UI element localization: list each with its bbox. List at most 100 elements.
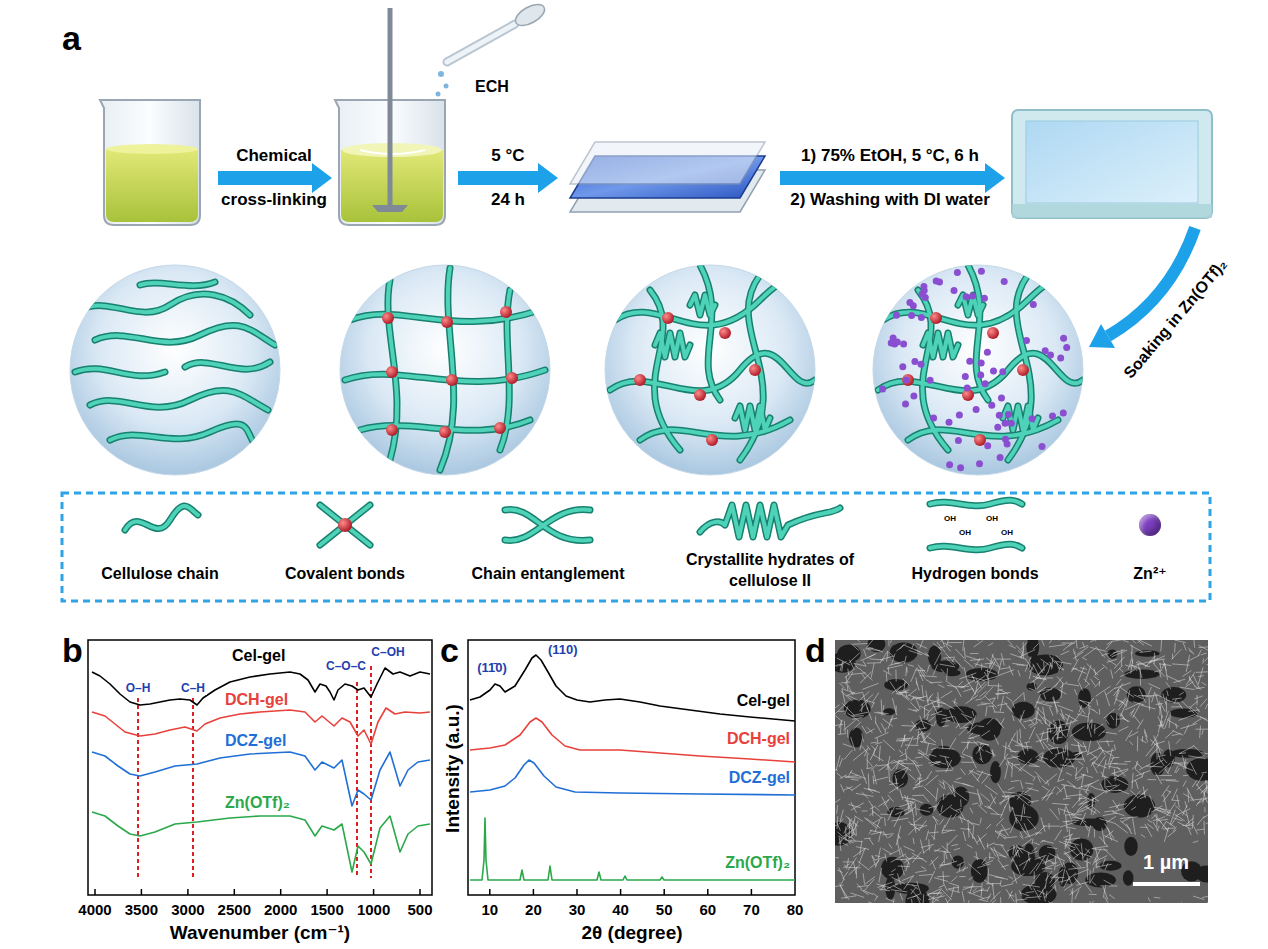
fiber [986,824,991,829]
fiber [944,883,948,891]
fiber [1034,843,1040,845]
fiber [1027,819,1036,829]
fiber [943,642,952,646]
fiber [1104,709,1115,719]
fiber [961,714,973,718]
fiber [1072,668,1086,674]
fiber [1081,843,1083,860]
fiber [1094,848,1101,862]
peak-label: C–O–C [324,659,368,673]
fiber [1175,806,1188,817]
fiber [1072,711,1083,724]
fiber [988,643,993,646]
fiber [1113,640,1129,641]
fiber [1061,683,1063,699]
fiber [997,855,1006,858]
legend-text: Hydrogen bonds [911,564,1038,583]
fiber [837,870,843,873]
fiber [1106,642,1112,650]
fiber [1037,687,1046,692]
fiber [1182,701,1195,713]
fiber [1076,767,1077,779]
fiber [936,770,953,772]
fiber [1179,714,1196,720]
fiber [896,740,909,741]
group-label: OH [986,514,998,524]
fiber [987,843,995,847]
fiber [915,871,926,873]
fiber [1107,740,1109,746]
fiber [951,876,957,882]
fiber [1074,811,1083,815]
fiber [891,899,894,903]
fiber [1149,697,1150,710]
pore [1127,686,1146,703]
fiber [1052,803,1069,804]
fiber [1012,807,1017,824]
fiber [1089,894,1097,895]
fiber [1198,667,1203,684]
fiber [1130,645,1142,652]
fiber [1138,695,1152,697]
fiber [960,756,965,758]
fiber [901,734,905,747]
fiber [889,850,900,855]
fiber [1111,757,1113,762]
fiber [1001,844,1009,856]
fiber [1068,868,1085,870]
tick-label: 1500 [310,901,343,919]
fiber [1090,640,1105,642]
zn-ion [978,268,985,275]
fiber [996,692,1011,694]
fiber [1200,784,1208,793]
fiber [856,640,861,642]
fiber [1090,875,1095,884]
fiber [1130,741,1133,745]
fiber [1011,781,1020,782]
zn-ion [879,386,886,393]
fiber [875,857,886,860]
fiber [1058,808,1059,815]
fiber [852,692,863,694]
fiber [836,805,838,814]
fiber [885,854,887,862]
fiber [1040,840,1045,842]
fiber [1038,776,1041,783]
fiber [1072,888,1073,903]
fiber [1016,893,1017,903]
fiber [989,660,993,669]
fiber [839,683,844,688]
fiber [1104,897,1109,904]
fiber [1061,785,1076,787]
fiber [1065,835,1072,849]
fiber [862,674,866,679]
fiber [1177,822,1191,829]
fiber [1114,690,1119,705]
fiber [1046,868,1053,870]
fiber [1018,670,1020,676]
fiber [1207,665,1208,667]
fiber [1044,886,1055,897]
fiber [871,663,874,678]
fiber [861,654,877,661]
fiber [1082,849,1089,858]
fiber [1029,688,1034,690]
fiber [934,652,941,665]
fiber [917,809,931,812]
fiber [968,676,975,678]
zn-ion [910,302,917,309]
fiber [906,806,916,814]
fiber [987,718,993,725]
fiber [1092,799,1093,806]
fiber [1037,663,1043,673]
fiber [979,897,991,900]
fiber [1066,773,1072,776]
fiber [871,742,877,744]
fiber [1079,682,1083,690]
fiber [868,902,884,903]
fiber [1154,653,1155,664]
fiber [956,867,968,872]
fiber [842,689,855,694]
fiber [915,803,916,815]
fiber [1167,803,1176,817]
